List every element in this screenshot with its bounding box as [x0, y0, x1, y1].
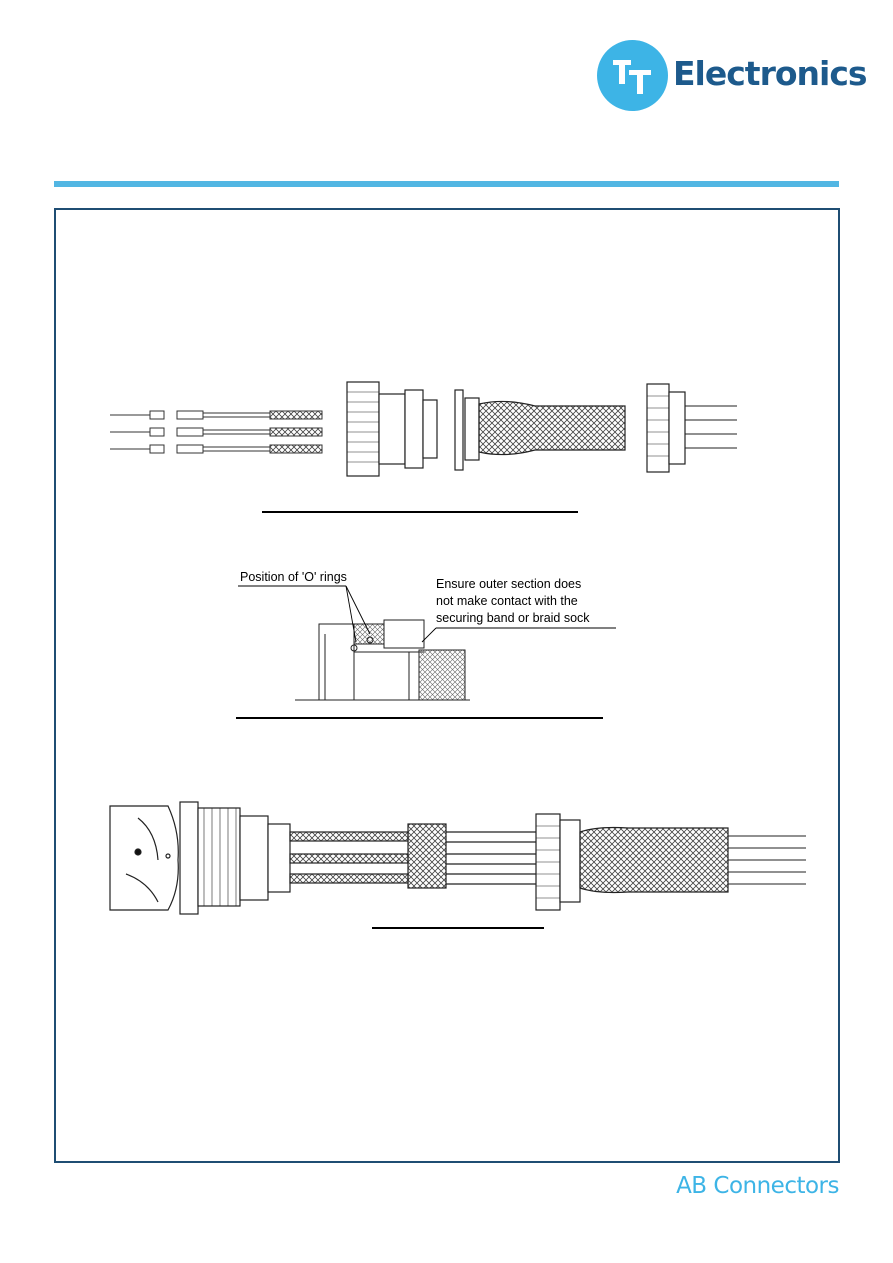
figure-1-caption-line — [262, 511, 578, 513]
figure-oring-detail — [295, 612, 470, 704]
figure-2-caption-line — [236, 717, 603, 719]
oring-section-drawing — [295, 619, 470, 701]
company-logo: Electronics — [597, 40, 868, 115]
leader-lines — [238, 585, 616, 643]
footer-product-line: AB Connectors — [676, 1173, 839, 1199]
logo-circle — [597, 40, 668, 111]
label-note-line-2: not make contact with the — [436, 594, 578, 608]
logo-wordmark: Electronics — [673, 54, 868, 93]
label-note-line-3: securing band or braid sock — [436, 611, 590, 625]
header-rule — [54, 181, 839, 187]
content-frame — [54, 208, 840, 1163]
label-note-line-1: Ensure outer section does — [436, 577, 582, 591]
figure-assembled-harness — [108, 801, 808, 918]
label-oring-position: Position of 'O' rings — [240, 570, 347, 584]
tt-monogram-icon — [613, 60, 651, 94]
figure-exploded-assembly — [105, 378, 745, 478]
assembled-harness-drawing — [109, 801, 806, 915]
exploded-assembly-drawing — [110, 381, 737, 477]
figure-3-caption-line — [372, 927, 544, 929]
